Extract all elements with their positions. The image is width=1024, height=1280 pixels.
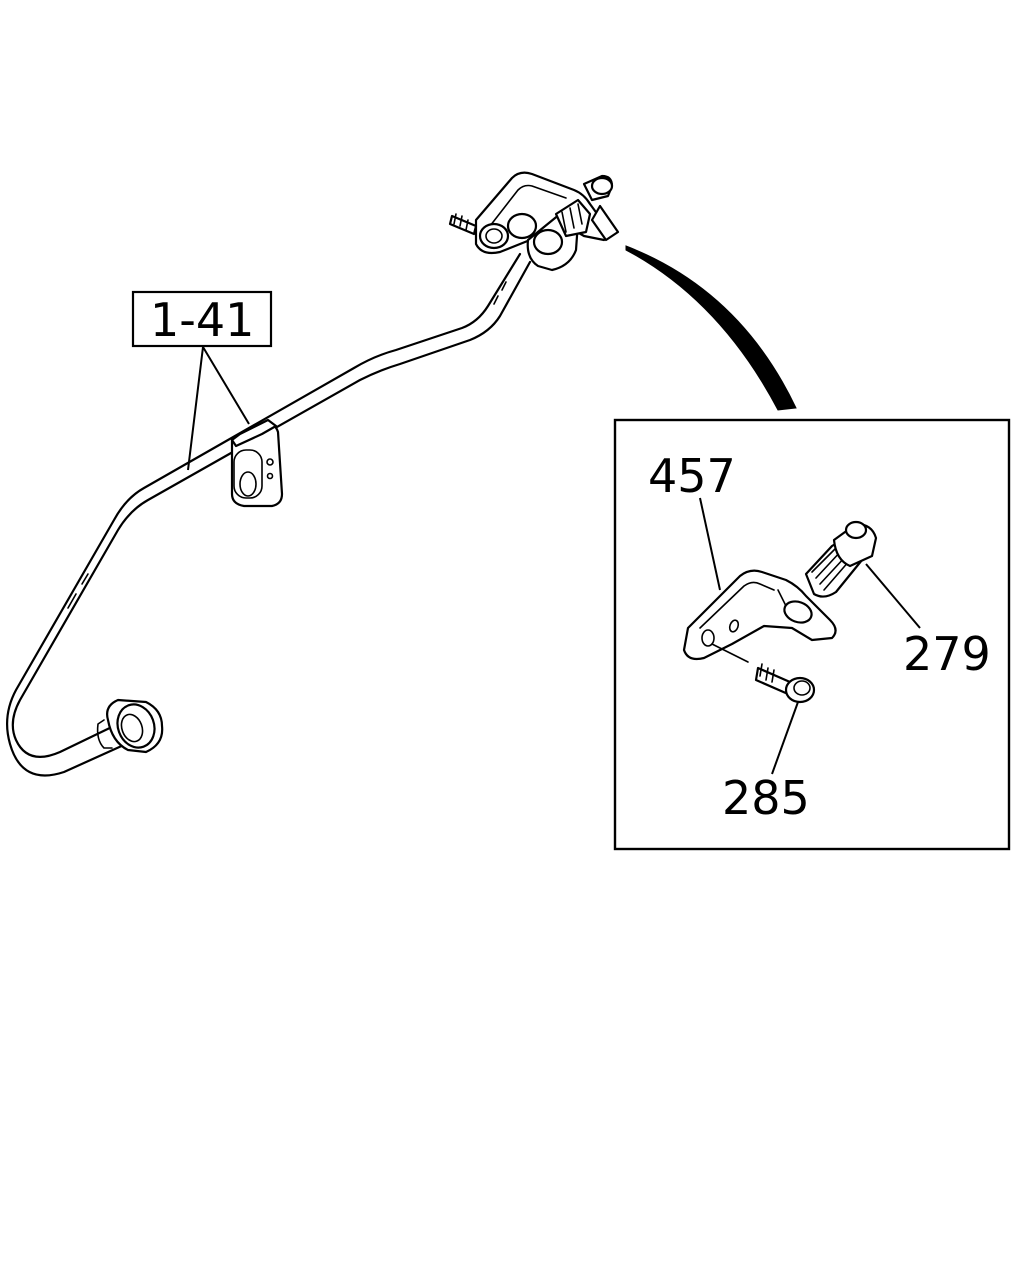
fitting-part — [804, 520, 878, 598]
callout-457-leader — [699, 497, 721, 591]
assembly-ref-label: 1-41 — [150, 293, 254, 347]
injector-fitting-assembly — [448, 171, 620, 272]
bolt-part — [754, 663, 816, 704]
assembly-ref-leader — [187, 346, 250, 471]
callout-279-leader — [865, 563, 921, 629]
pipe-end-nut — [96, 698, 164, 754]
pipe-clamp — [230, 418, 284, 508]
assembly-path-line — [711, 643, 749, 663]
assembly-ref-box — [131, 290, 273, 348]
fuel-pipe — [5, 252, 532, 777]
bracket-part — [682, 569, 837, 661]
callout-285-leader — [771, 701, 799, 775]
detail-pointer-arrow — [625, 245, 797, 411]
callout-285: 285 — [722, 771, 810, 825]
callout-279: 279 — [903, 627, 991, 681]
callout-457: 457 — [648, 449, 736, 503]
